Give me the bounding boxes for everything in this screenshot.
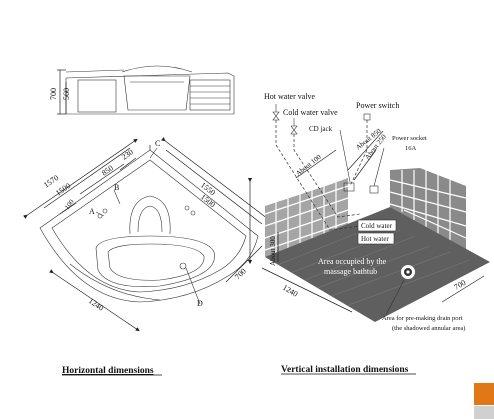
power-socket-rating: 16A [405,145,417,152]
caption-horizontal: Horizontal dimensions [62,366,154,376]
dim-1500: 1500 [54,181,72,198]
accent-block-top [474,383,494,405]
area-line2: massage bathtub [324,267,377,276]
hot-valve-icon [272,111,280,121]
cd-jack-icon [343,182,355,192]
label-a: A [89,207,95,216]
dim-560-side: 560 [62,88,71,100]
installation-view: Hot water valve Cold water valve Power s… [261,92,490,332]
label-b: B [114,183,119,192]
dim-100: 100 [63,198,76,212]
cold-water-valve-label: Cold water valve [283,108,338,117]
power-socket-label: Power socket [392,135,427,142]
dim-850: 850 [100,163,115,177]
power-socket-icon [369,185,379,194]
dim-1500b: 1500 [199,192,217,209]
side-view: 700 560 [49,65,235,115]
caption-vertical: Vertical installation dimensions [281,365,409,375]
label-c: C [155,139,160,148]
hot-water-label: Hot water [361,235,389,243]
drain-line2: (the shadowed annular area) [392,325,465,332]
floor-area [265,207,490,322]
top-view: 1570 1500 850 230 100 1550 1500 1690 700… [23,137,274,332]
dim-1240-top: 1240 [87,296,105,312]
cold-valve-icon [290,125,298,135]
about-300-label: About 300 [269,236,277,266]
dim-700-top: 700 [233,267,248,282]
accent-block-bottom [474,406,494,419]
right-wall-tiles [389,168,467,250]
left-wall-tiles [264,178,349,257]
power-switch-icon [363,113,371,121]
about-100-label: About 100 [294,153,323,178]
cd-jack-label: CD jack [309,125,333,133]
power-switch-label: Power switch [356,101,399,110]
dim-1240-right: 1240 [281,283,299,299]
drain-line1: Area for pre-making drain port [382,315,463,322]
dim-700-side: 700 [49,88,58,100]
area-line1: Area occupied by the [318,257,387,266]
hot-water-valve-label: Hot water valve [264,92,316,101]
label-d: D [197,299,203,308]
cold-water-label: Cold water [361,222,393,230]
